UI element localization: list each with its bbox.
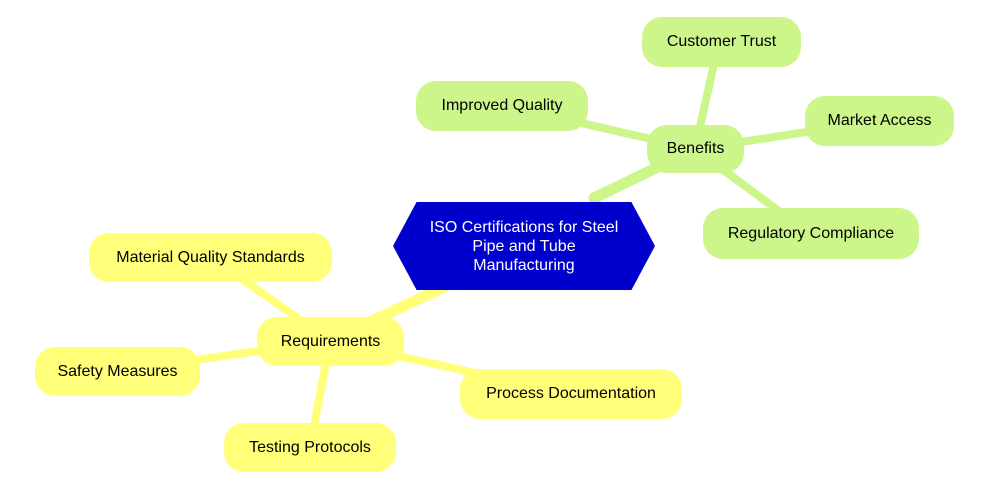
requirement-process-documentation: Process Documentation [460,369,682,419]
requirements-label: Requirements [280,332,381,350]
benefit-market-access: Market Access [805,96,954,146]
requirement-safety-measures: Safety Measures [35,347,200,396]
benefits-node: Benefits [647,125,744,173]
requirements-node: Requirements [257,317,404,366]
benefit-improved-quality: Improved Quality [416,81,588,131]
root-node: ISO Certifications for Steel Pipe and Tu… [393,202,655,290]
requirement-testing-protocols: Testing Protocols [224,423,396,472]
root-label: ISO Certifications for Steel Pipe and Tu… [429,218,619,274]
benefit-customer-trust: Customer Trust [642,17,801,67]
benefit-regulatory-compliance: Regulatory Compliance [703,208,919,259]
benefits-label: Benefits [666,140,725,157]
requirement-material-quality-standards: Material Quality Standards [89,233,332,282]
